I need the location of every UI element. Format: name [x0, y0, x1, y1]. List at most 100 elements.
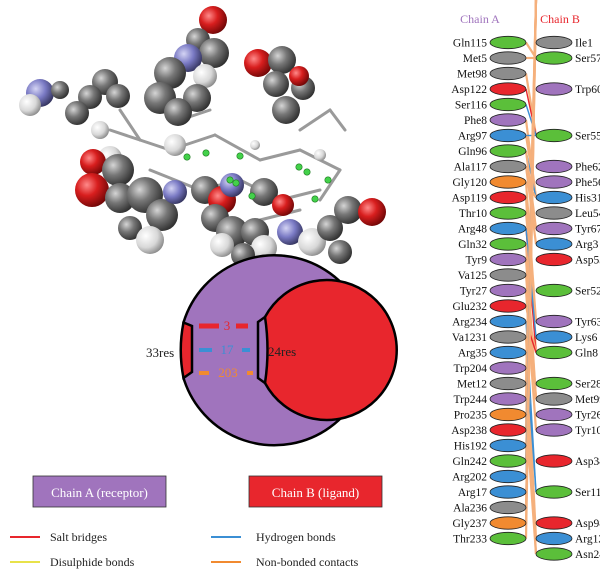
chain-a-residue: Tyr27 [460, 283, 527, 298]
residue-marker [535, 423, 573, 437]
chain-a-residue: Ala117 [454, 159, 527, 174]
chain-a-residue: Gly120 [453, 175, 527, 189]
chain-b-residue: His31 [535, 190, 600, 205]
residue-marker [535, 485, 573, 499]
chain-a-residue: Asp122 [451, 82, 527, 96]
residue-label: Gln96 [458, 146, 487, 158]
residue-marker [489, 175, 527, 189]
atom-sphere [268, 46, 296, 74]
atom-sphere [19, 94, 41, 116]
chain-b-residue: Ser55 [535, 128, 600, 143]
chain-a-residue: Ser116 [455, 97, 527, 112]
residue-marker [489, 423, 527, 437]
chain-a-header: Chain A [460, 12, 500, 26]
residue-label: Arg35 [458, 348, 487, 360]
chain-a-residue: Asp238 [451, 423, 527, 437]
chain-a-residue: Pro235 [454, 407, 527, 422]
chain-b-interface-patch [256, 314, 269, 386]
chain-b-residue: Phe62 [535, 159, 600, 174]
chain-a-residue: Thr10 [459, 206, 527, 220]
interaction-marker [324, 176, 332, 184]
chain-b-residue: Phe56 [535, 175, 600, 189]
interaction-marker [295, 163, 303, 171]
residue-marker [489, 159, 527, 174]
chain-a-res-count: 33res [146, 345, 174, 360]
residue-marker [535, 407, 573, 422]
chain-a-interface-patch [179, 320, 194, 381]
atom-sphere [334, 196, 362, 224]
chain-a-residue: Arg17 [458, 485, 527, 499]
residue-label: Met12 [457, 379, 487, 391]
residue-marker [489, 330, 527, 344]
chain-b-res-count: 24res [268, 344, 296, 359]
residue-label: Asp119 [452, 193, 488, 205]
chain-a-residue: Gln32 [458, 237, 527, 251]
chain-b-residue: Arg12 [535, 531, 600, 546]
residue-label: Tyr27 [460, 286, 488, 298]
chain-a-residue: Arg234 [452, 314, 527, 329]
residue-label: Asp98 [575, 518, 600, 530]
residue-marker [489, 128, 527, 143]
residue-marker [535, 190, 573, 205]
residue-label: Trp204 [454, 363, 488, 375]
atom-sphere [244, 49, 272, 77]
residue-marker [489, 392, 527, 406]
interaction-marker [232, 179, 240, 187]
residue-marker [535, 221, 573, 236]
atom-sphere [272, 96, 300, 124]
residue-label: Ser57 [575, 53, 600, 65]
atom-sphere [193, 64, 217, 88]
residue-marker [535, 516, 573, 530]
residue-label: Thr10 [459, 208, 487, 220]
nonbonded-count: 203 [218, 365, 238, 380]
atom-sphere [154, 57, 186, 89]
chain-b-residue: Tyr63 [535, 314, 600, 329]
residue-marker [489, 82, 527, 96]
chain-a-residue: Asp119 [452, 190, 527, 205]
chain-a-residue: Trp244 [454, 392, 527, 406]
chain-b-residue: Asp98 [535, 516, 600, 530]
residue-marker [489, 97, 527, 112]
residue-label: His192 [454, 441, 487, 453]
interaction-marker [311, 195, 319, 203]
chain-b-box: Chain B (ligand) [248, 475, 383, 508]
legend-nonbonded-label: Non-bonded contacts [256, 555, 359, 569]
residue-marker [489, 376, 527, 391]
residue-marker [489, 485, 527, 499]
atom-sphere [80, 149, 106, 175]
chain-b-residue: Ser57 [535, 51, 600, 65]
chain-a-residue: Trp204 [454, 361, 527, 375]
atom-sphere [289, 66, 309, 86]
residue-label: Arg48 [458, 224, 487, 236]
residue-label: Leu54 [575, 208, 600, 220]
residue-label: Arg12 [575, 534, 600, 546]
bond-stick [298, 108, 332, 132]
residue-label: Gln32 [458, 239, 487, 251]
atom-sphere [75, 173, 109, 207]
residue-marker [535, 252, 573, 267]
residue-label: Ser11 [575, 487, 600, 499]
atom-sphere [250, 140, 260, 150]
residue-marker [489, 35, 527, 50]
chain-a-residue: Gly237 [453, 516, 527, 530]
residue-interaction-map: Chain A Chain B Gln115Met5Met98Asp122Ser… [451, 0, 600, 561]
residue-label: Lys6 [575, 332, 598, 344]
atom-sphere [164, 134, 186, 156]
chain-a-residue: Gln96 [458, 144, 527, 158]
atom-sphere [358, 198, 386, 226]
residue-label: Asp122 [451, 84, 487, 96]
chain-a-box: Chain A (receptor) [32, 475, 167, 508]
atom-sphere [102, 154, 134, 186]
interaction-lines [524, 0, 538, 555]
residue-marker [489, 407, 527, 422]
residue-marker [489, 345, 527, 360]
atom-sphere [106, 84, 130, 108]
chain-a-residue: Met12 [457, 376, 527, 391]
chain-a-residue: Arg48 [458, 221, 527, 236]
chain-a-residue: Arg35 [458, 345, 527, 360]
chain-a-residue: Arg97 [458, 128, 527, 143]
residue-label: Gln242 [453, 456, 488, 468]
residue-label: Trp244 [454, 394, 488, 406]
chain-b-residue: Ser28 [535, 376, 600, 391]
